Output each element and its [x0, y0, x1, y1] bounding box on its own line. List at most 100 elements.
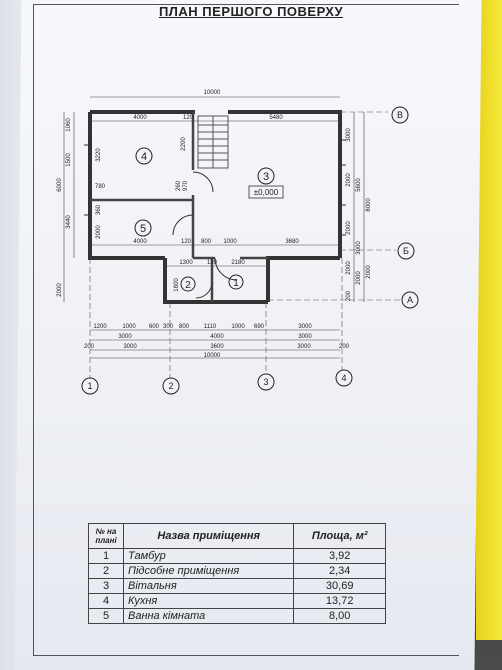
row-area: 13,72 — [293, 593, 386, 609]
dim-b1-3: 300 — [163, 324, 174, 330]
room-labels — [134, 147, 275, 292]
dim-b1-7: 690 — [254, 324, 265, 330]
dim-top-mid: 120 — [183, 115, 194, 121]
row-number: 2 — [88, 563, 124, 579]
dim-low-1300: 1300 — [179, 260, 193, 266]
dim-b1-5: 1110 — [204, 324, 217, 330]
header-area: Площа, м² — [293, 523, 386, 549]
dim-b3-0: 200 — [84, 344, 95, 350]
rooms-table: № на плані Назва приміщення Площа, м² 1 … — [88, 523, 386, 624]
header-number: № на плані — [88, 523, 124, 549]
row-area: 2,34 — [293, 563, 386, 579]
row-name: Тамбур — [122, 548, 295, 564]
row-area: 3,92 — [293, 548, 386, 564]
grid-axis-lines — [89, 111, 400, 378]
dim-left-7: 360 — [96, 204, 102, 215]
row-number: 5 — [88, 608, 124, 624]
dim-right-2: 2000 — [346, 173, 352, 187]
page-title: ПЛАН ПЕРШОГО ПОВЕРХУ — [158, 4, 344, 19]
window-marks — [84, 139, 346, 236]
axis-3: 3 — [263, 377, 268, 387]
table-row: 3 Вітальня 30,69 — [88, 578, 386, 594]
dim-top-total: 10000 — [204, 90, 221, 96]
staircase — [197, 115, 229, 169]
row-number: 4 — [88, 593, 124, 609]
table-row: 5 Ванна кімната 8,00 — [88, 608, 386, 624]
floor-plan-drawing: 4 5 3 1 2 ±0,000 10000 4000 120 5480 400… — [57, 90, 419, 395]
dim-right-8: 2000 — [356, 271, 362, 285]
room-3-number: 3 — [263, 171, 269, 183]
exterior-walls — [88, 110, 342, 304]
room-1-number: 1 — [233, 278, 239, 289]
room-2-number: 2 — [185, 280, 191, 291]
axis-b: Б — [403, 246, 409, 256]
dim-left-3: 1500 — [66, 153, 72, 167]
rooms-table-header: № на плані Назва приміщення Площа, м² — [88, 523, 386, 549]
dim-right-4: 8000 — [366, 198, 372, 212]
dim-b3-3: 3000 — [297, 344, 311, 350]
level-mark: ±0,000 — [254, 188, 279, 197]
row-name: Ванна кімната — [122, 608, 295, 624]
row-area: 30,69 — [293, 578, 386, 594]
dim-low-1800: 1800 — [174, 278, 180, 292]
dim-left-2: 3220 — [96, 148, 102, 162]
dim-b2-0: 3000 — [118, 334, 132, 340]
header-name: Назва приміщення — [122, 523, 295, 549]
dimension-lines — [63, 96, 365, 359]
dim-left-1: 1060 — [66, 118, 72, 132]
drawing-frame — [33, 4, 459, 656]
dim-top-left: 4000 — [133, 115, 147, 121]
dim-right-5: 2000 — [346, 221, 352, 235]
table-row: 2 Підсобне приміщення 2,34 — [88, 563, 386, 579]
dim-mid-3680: 3680 — [285, 239, 299, 245]
dim-mid-120: 120 — [181, 239, 192, 245]
dim-low-2180: 2180 — [231, 260, 245, 266]
dim-left-9: 2000 — [57, 283, 63, 297]
dim-b2-2: 3000 — [298, 334, 312, 340]
dim-right-1: 3000 — [346, 128, 352, 142]
dim-left-6: 780 — [95, 184, 106, 190]
axis-4: 4 — [341, 373, 346, 383]
axis-a: А — [407, 295, 413, 305]
dim-mid-800: 800 — [201, 239, 212, 245]
dim-b3-1: 3000 — [123, 344, 137, 350]
row-area: 8,00 — [293, 608, 386, 624]
axis-2: 2 — [168, 381, 173, 391]
dim-right-10: 2000 — [366, 265, 372, 279]
row-number: 1 — [88, 548, 124, 564]
row-name: Підсобне приміщення — [122, 563, 295, 579]
dim-inner-260: 260 — [176, 180, 182, 191]
door-swings — [172, 171, 238, 299]
dim-b4: 10000 — [204, 353, 221, 359]
dim-left-5: 3440 — [66, 215, 72, 229]
dim-b1-2: 600 — [149, 324, 160, 330]
dim-inner-2200: 2200 — [181, 137, 187, 151]
interior-walls — [90, 112, 268, 302]
row-name: Кухня — [122, 593, 295, 609]
dim-right-7: 2000 — [346, 261, 352, 275]
dim-b3-2: 3600 — [210, 344, 224, 350]
dim-b3-4: 200 — [339, 344, 350, 350]
dim-b1-1: 1000 — [122, 324, 136, 330]
row-number: 3 — [88, 578, 124, 594]
row-name: Вітальня — [122, 578, 295, 594]
dim-b1-0: 1200 — [93, 324, 107, 330]
room-5-number: 5 — [140, 223, 146, 235]
dim-b2-1: 4000 — [210, 334, 224, 340]
axis-1: 1 — [87, 381, 92, 391]
dim-b1-6: 1000 — [231, 324, 245, 330]
dim-b1-4: 800 — [179, 324, 190, 330]
table-row: 4 Кухня 13,72 — [88, 593, 386, 609]
dim-right-3: 5600 — [356, 178, 362, 192]
table-row: 1 Тамбур 3,92 — [88, 548, 386, 564]
dim-top-right: 5480 — [269, 115, 283, 121]
dim-b1-8: 3000 — [298, 324, 312, 330]
dim-left-4: 6000 — [57, 178, 63, 192]
dim-low-120: 120 — [207, 260, 218, 266]
dim-mid-1000: 1000 — [223, 239, 237, 245]
dim-inner-970: 970 — [183, 180, 189, 191]
axis-v: В — [397, 110, 403, 120]
room-4-number: 4 — [141, 151, 147, 163]
dim-mid-4000: 4000 — [133, 239, 147, 245]
dim-right-6: 3000 — [356, 241, 362, 255]
